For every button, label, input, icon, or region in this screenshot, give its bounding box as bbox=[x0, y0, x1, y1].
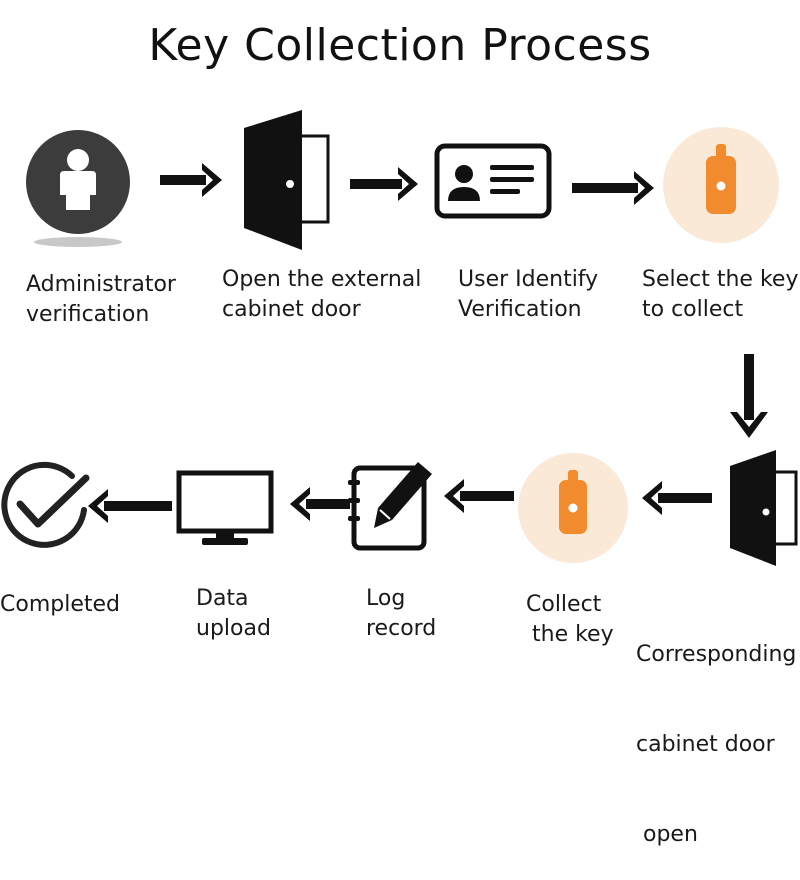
label-line: upload bbox=[196, 616, 271, 641]
step-label-completed: Completed bbox=[0, 590, 120, 620]
label-line: Completed bbox=[0, 592, 120, 617]
notebook-pen-icon bbox=[348, 462, 432, 551]
label-line: Administrator bbox=[26, 272, 176, 297]
arrow-right-icon bbox=[160, 163, 222, 197]
label-line: Corresponding bbox=[636, 642, 797, 667]
arrow-left-icon bbox=[88, 489, 172, 523]
label-line: to collect bbox=[642, 297, 744, 322]
label-line: cabinet door bbox=[222, 297, 361, 322]
label-line: open bbox=[636, 822, 698, 847]
step-label-cabinet-door-open: Corresponding cabinet door open bbox=[636, 580, 796, 880]
diagram-title: Key Collection Process bbox=[148, 20, 652, 71]
step-label-data-upload: Data upload bbox=[196, 584, 271, 644]
step-label-log-record: Log record bbox=[366, 584, 436, 644]
label-line: verification bbox=[26, 302, 150, 327]
open-door-icon bbox=[244, 110, 330, 250]
arrow-right-icon bbox=[350, 167, 418, 201]
label-line: Log bbox=[366, 586, 406, 611]
id-card-icon bbox=[434, 143, 552, 219]
step-label-collect-key: Collect the key bbox=[526, 590, 614, 650]
arrow-down-icon bbox=[730, 354, 768, 438]
key-tag-icon bbox=[518, 453, 628, 563]
admin-user-icon bbox=[26, 130, 130, 247]
arrow-left-icon bbox=[642, 481, 712, 515]
monitor-icon bbox=[176, 470, 274, 545]
open-door-icon bbox=[730, 450, 798, 566]
step-label-select-key: Select the key to collect bbox=[642, 265, 798, 325]
label-line: Data bbox=[196, 586, 249, 611]
arrow-right-icon bbox=[572, 171, 654, 205]
arrow-left-icon bbox=[290, 487, 350, 521]
check-circle-icon bbox=[1, 461, 90, 548]
label-line: User Identify bbox=[458, 267, 599, 292]
label-line: Open the external bbox=[222, 267, 422, 292]
label-line: Select the key bbox=[642, 267, 799, 292]
step-label-open-external-door: Open the external cabinet door bbox=[222, 265, 421, 325]
arrow-left-icon bbox=[444, 479, 514, 513]
label-line: Collect bbox=[526, 592, 602, 617]
label-line: cabinet door bbox=[636, 732, 775, 757]
label-line: Verification bbox=[458, 297, 582, 322]
label-line: the key bbox=[532, 622, 614, 647]
step-label-user-identify: User Identify Verification bbox=[458, 265, 598, 325]
step-label-administrator-verification: Administrator verification bbox=[26, 270, 176, 330]
key-tag-icon bbox=[663, 127, 779, 243]
label-line: record bbox=[366, 616, 437, 641]
